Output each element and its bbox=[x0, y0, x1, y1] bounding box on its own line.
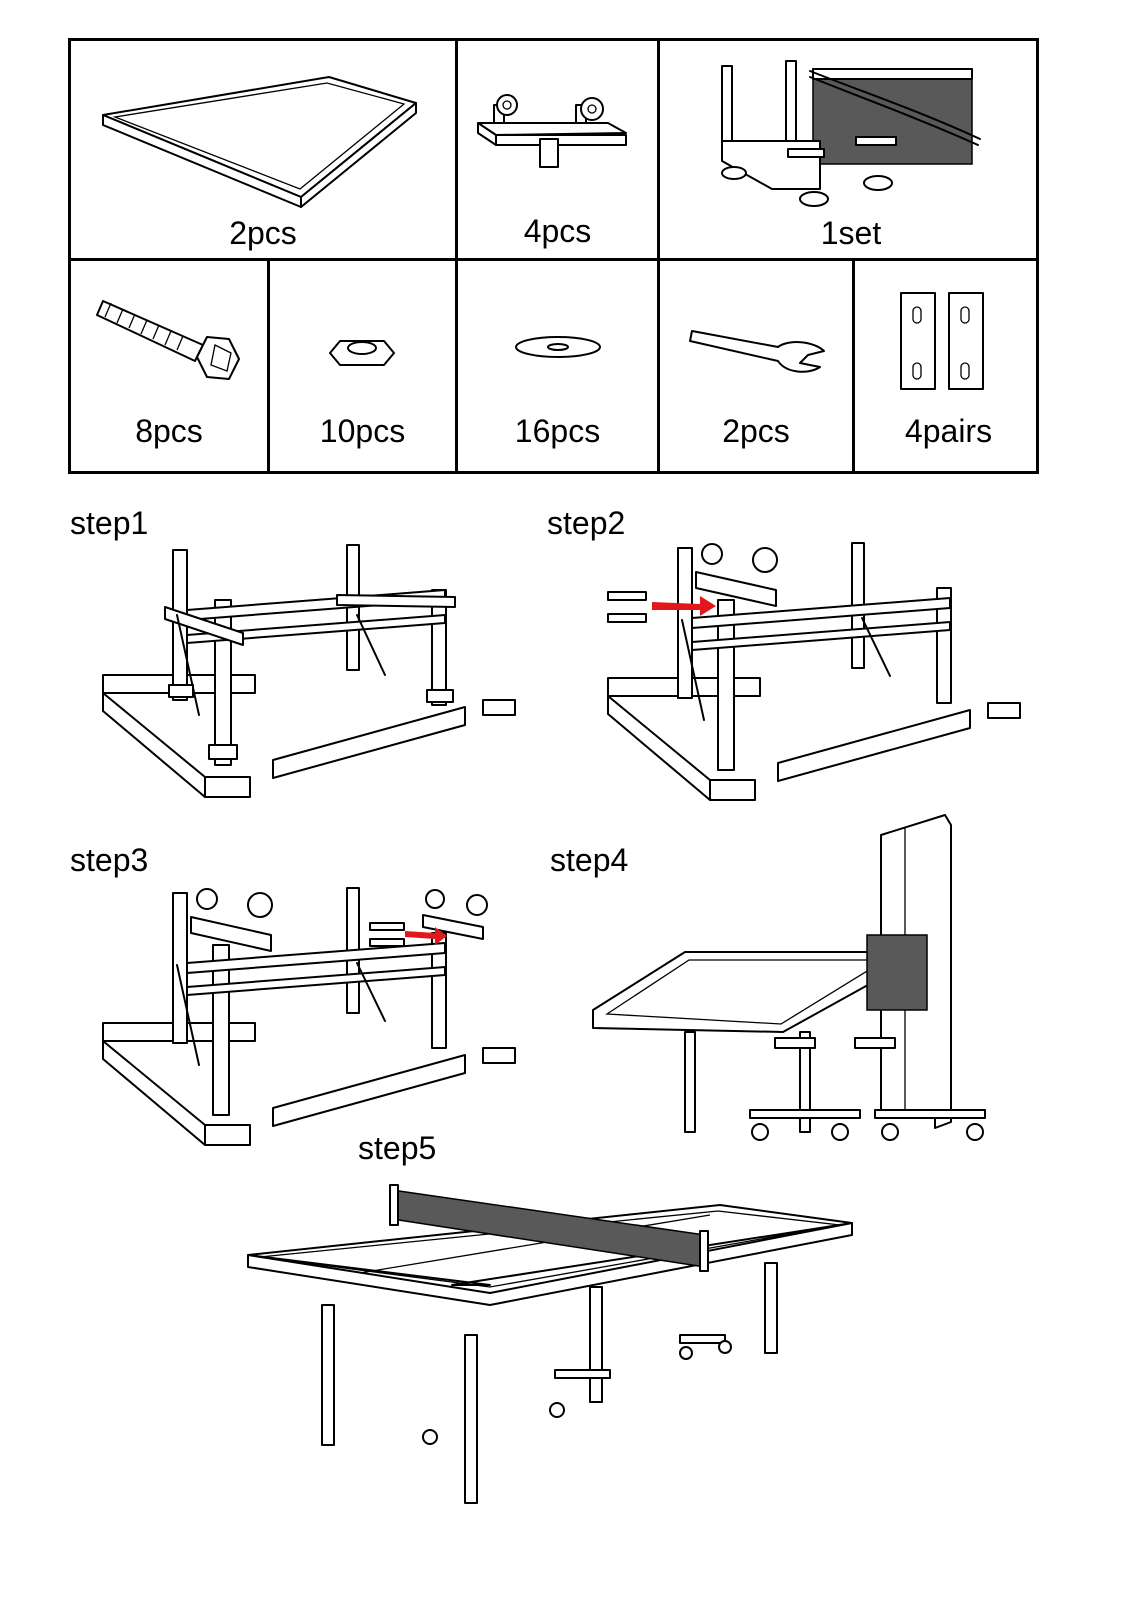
part-qty: 8pcs bbox=[135, 413, 203, 449]
parts-divider bbox=[71, 258, 1036, 261]
step5-illustration bbox=[247, 1184, 853, 1504]
caster-bracket-icon bbox=[477, 94, 627, 168]
step5-label: step5 bbox=[358, 1130, 437, 1166]
washer-icon bbox=[515, 336, 601, 358]
nut-icon bbox=[329, 340, 395, 366]
part-qty: 2pcs bbox=[229, 215, 297, 251]
arrow-icon bbox=[405, 927, 447, 945]
parts-divider bbox=[852, 258, 855, 474]
arrow-icon bbox=[652, 596, 716, 616]
part-qty: 1set bbox=[820, 215, 882, 251]
part-cell-table-top: 2pcs bbox=[71, 41, 455, 258]
part-cell-caster-bracket: 4pcs bbox=[458, 41, 657, 258]
part-qty: 4pairs bbox=[904, 413, 993, 449]
wrench-icon bbox=[689, 330, 825, 373]
bracket-plate-icon bbox=[900, 292, 984, 390]
part-cell-bracket-plate: 4pairs bbox=[855, 261, 1042, 474]
part-cell-net-set: 1set bbox=[660, 41, 1042, 258]
part-qty: 10pcs bbox=[319, 413, 406, 449]
parts-divider bbox=[455, 41, 458, 474]
bolt-icon bbox=[96, 300, 240, 380]
step2-illustration bbox=[607, 542, 1021, 801]
step3-label: step3 bbox=[70, 842, 149, 878]
step4-label: step4 bbox=[550, 842, 629, 878]
step1-label: step1 bbox=[70, 505, 149, 541]
step4-illustration bbox=[592, 814, 986, 1141]
parts-divider bbox=[267, 258, 270, 474]
part-qty: 16pcs bbox=[514, 413, 601, 449]
step1-illustration bbox=[102, 544, 516, 798]
net-set-icon bbox=[721, 60, 981, 207]
parts-table: 2pcs 4pcs bbox=[68, 38, 1039, 474]
part-cell-wrench: 2pcs bbox=[660, 261, 852, 474]
part-cell-nut: 10pcs bbox=[270, 261, 455, 474]
step2-label: step2 bbox=[547, 505, 626, 541]
parts-divider bbox=[657, 41, 660, 474]
step3-illustration bbox=[102, 887, 516, 1146]
part-cell-washer: 16pcs bbox=[458, 261, 657, 474]
part-qty: 4pcs bbox=[523, 213, 592, 249]
part-cell-bolt: 8pcs bbox=[71, 261, 267, 474]
table-top-icon bbox=[102, 76, 417, 208]
part-qty: 2pcs bbox=[722, 413, 790, 449]
